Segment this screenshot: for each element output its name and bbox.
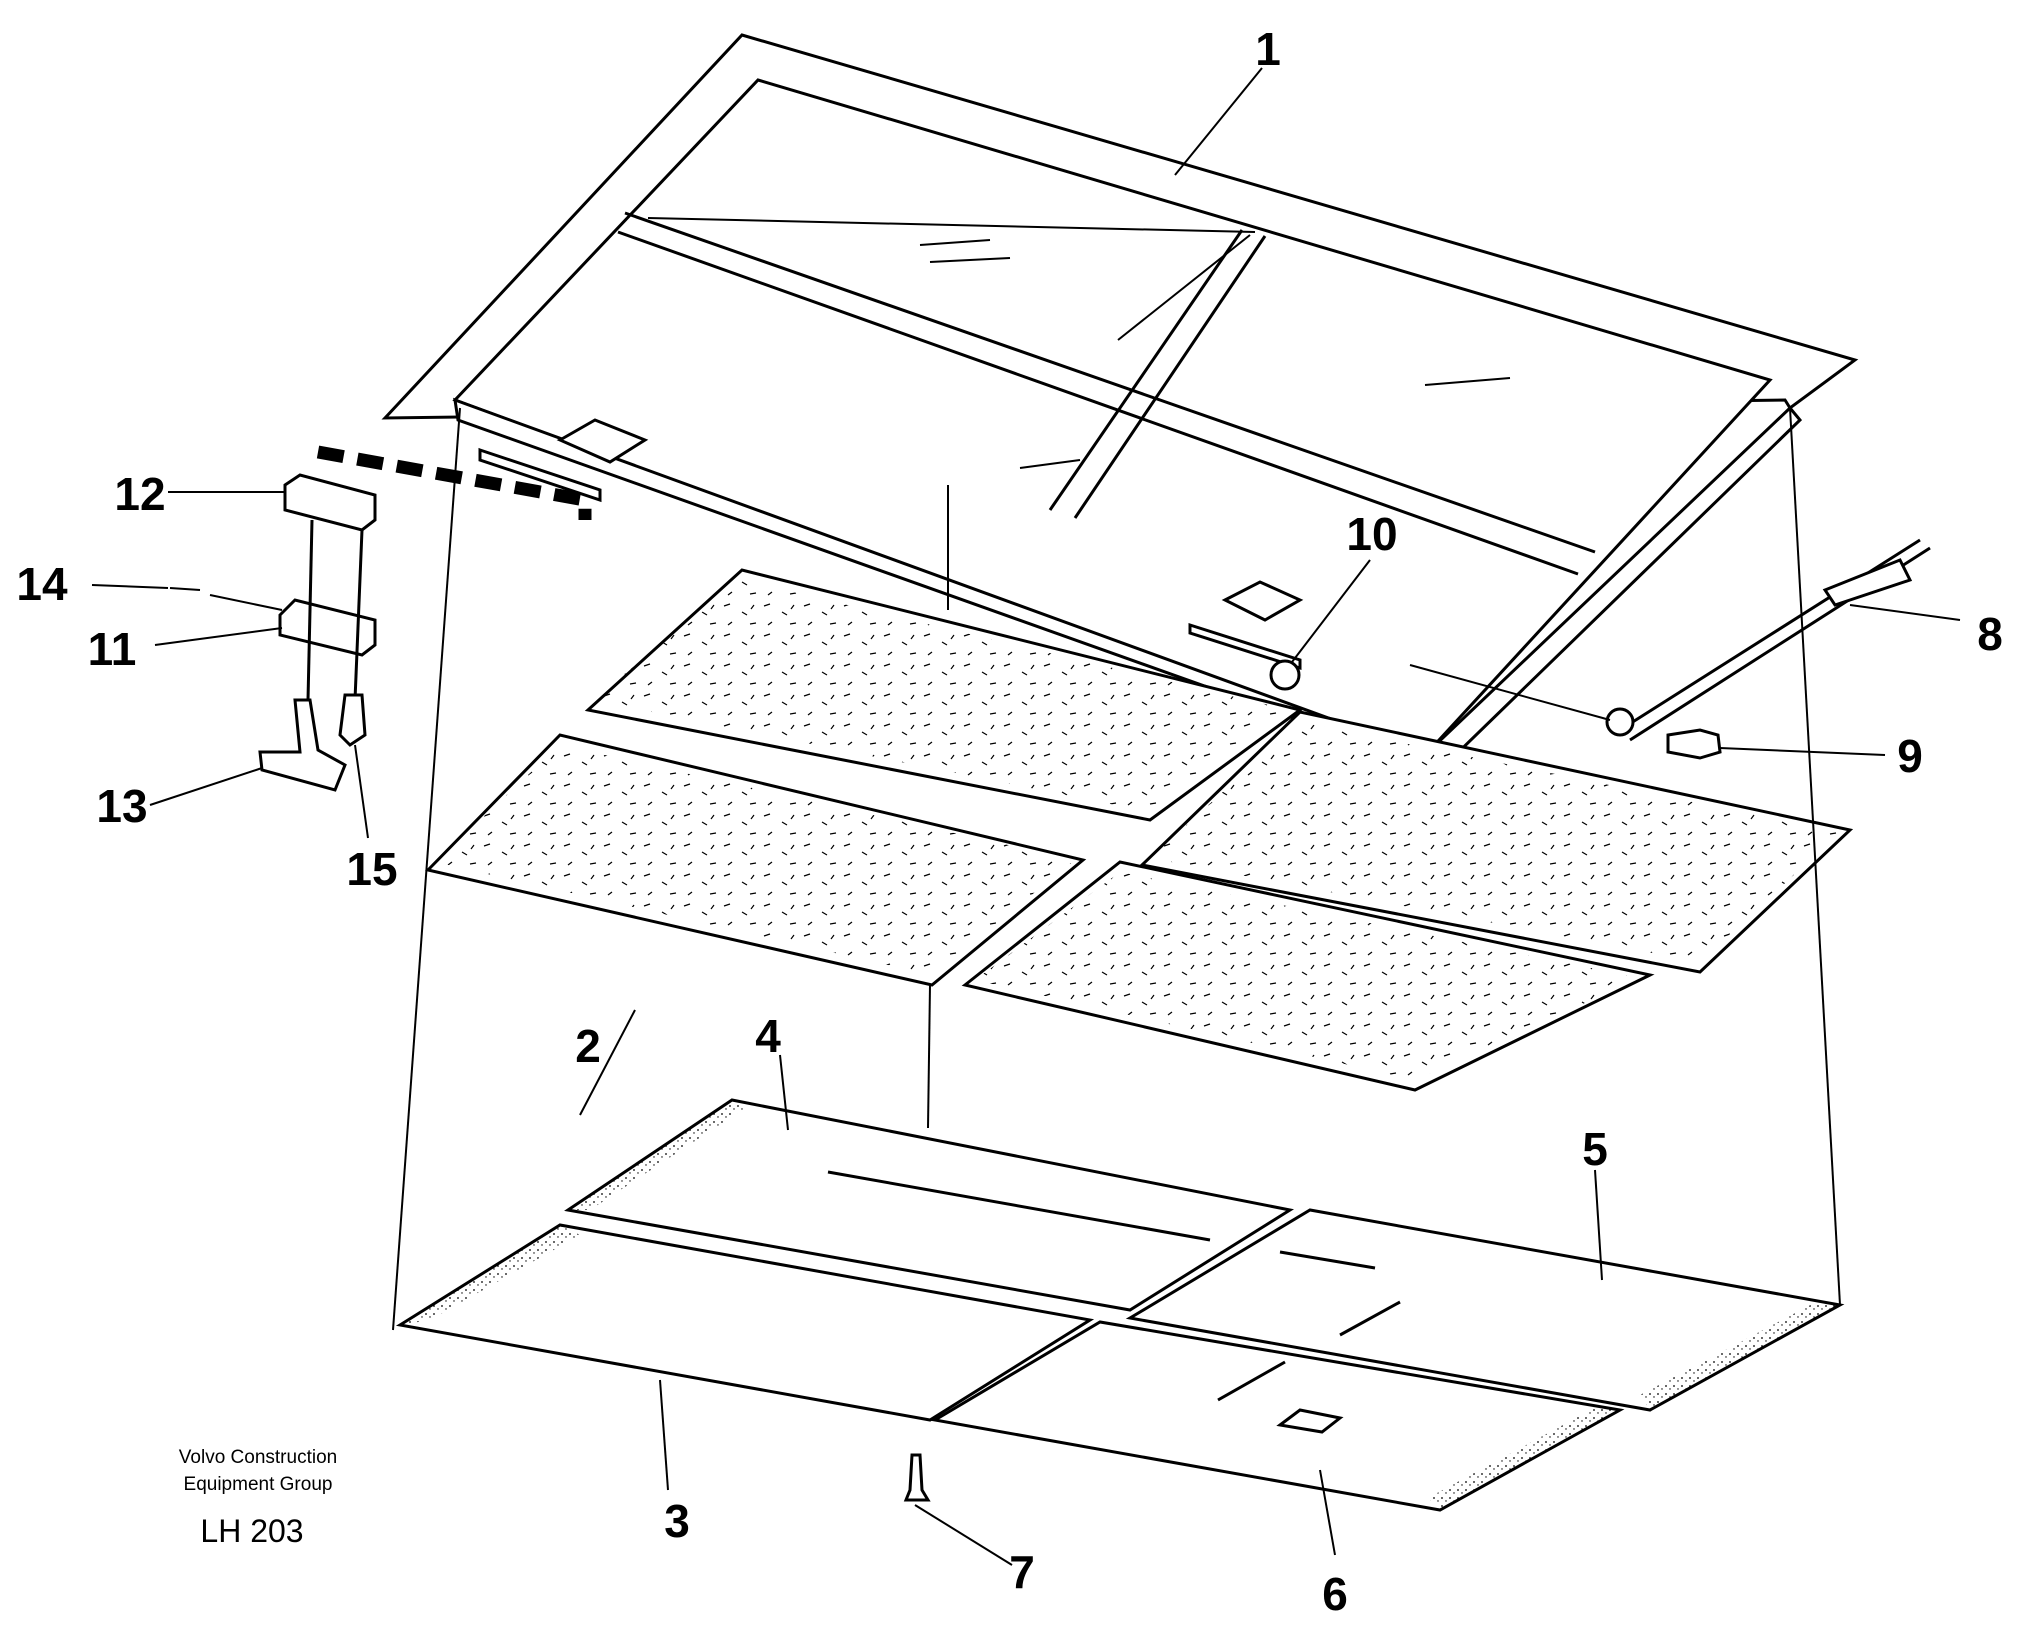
callout-12: 12 xyxy=(114,468,165,520)
attachment-dashed-line xyxy=(316,445,592,520)
callout-5: 5 xyxy=(1582,1123,1608,1175)
callout-3: 3 xyxy=(664,1495,690,1547)
panel-part-4 xyxy=(564,1098,1295,1312)
callout-labels: 1 2 3 4 5 6 7 8 9 10 11 12 13 14 15 xyxy=(16,23,2002,1620)
roof-frame-part-1 xyxy=(381,33,1859,773)
bolt-part-15 xyxy=(338,693,367,747)
construction-lines xyxy=(392,407,1841,1331)
screw-part-7 xyxy=(903,1453,931,1502)
bracket-part-11 xyxy=(278,598,377,657)
bolt-part-9 xyxy=(1666,728,1722,760)
company-name-line2: Equipment Group xyxy=(184,1474,333,1495)
callout-14: 14 xyxy=(16,558,68,610)
callout-11: 11 xyxy=(88,623,137,675)
figure-code: LH 203 xyxy=(200,1513,303,1549)
callout-2: 2 xyxy=(575,1020,601,1072)
knob-part-13 xyxy=(258,698,347,792)
bracket-part-12 xyxy=(283,473,377,532)
callout-8: 8 xyxy=(1977,608,2003,660)
mounting-bracket-assembly xyxy=(169,473,377,792)
gas-strut-assembly xyxy=(1269,538,1931,760)
footer: Volvo Construction Equipment Group LH 20… xyxy=(179,1447,337,1549)
washer-part-9 xyxy=(1605,707,1635,737)
callout-10: 10 xyxy=(1346,508,1397,560)
callout-9: 9 xyxy=(1897,730,1923,782)
leader-lines xyxy=(91,67,1961,1566)
callout-4: 4 xyxy=(755,1010,781,1062)
insulation-panels-part-2 xyxy=(425,568,1854,1092)
ceiling-panels xyxy=(395,1098,1845,1512)
callout-13: 13 xyxy=(96,780,147,832)
callout-7: 7 xyxy=(1009,1546,1035,1598)
callout-6: 6 xyxy=(1322,1568,1348,1620)
callout-15: 15 xyxy=(346,843,397,895)
strut-eye-part-8 xyxy=(1822,558,1913,607)
company-name-line1: Volvo Construction xyxy=(179,1447,337,1468)
nut-part-10 xyxy=(1269,659,1301,691)
callout-1: 1 xyxy=(1255,23,1281,75)
